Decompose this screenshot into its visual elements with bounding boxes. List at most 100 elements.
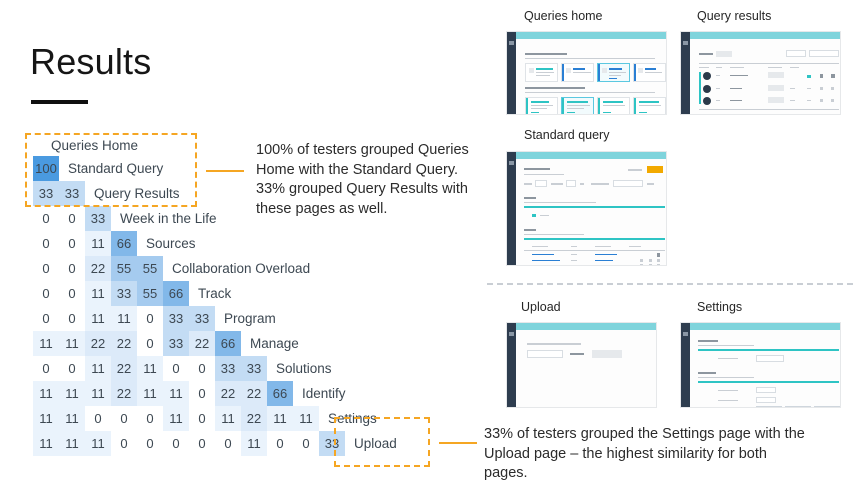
app-top-bar	[507, 152, 666, 159]
matrix-cell: 33	[163, 306, 189, 331]
hamburger-icon	[683, 41, 688, 45]
thumbnail-upload[interactable]	[506, 322, 657, 408]
app-content	[516, 159, 666, 265]
matrix-cell: 0	[59, 231, 85, 256]
matrix-cell: 0	[215, 431, 241, 456]
matrix-top-row-label: Queries Home	[51, 137, 139, 153]
matrix-cell: 0	[293, 431, 319, 456]
matrix-cell: 0	[33, 206, 59, 231]
matrix-cell: 0	[33, 356, 59, 381]
matrix-cell: 22	[111, 356, 137, 381]
matrix-cell: 22	[189, 331, 215, 356]
minimum-input[interactable]	[756, 387, 776, 393]
matrix-cell: 11	[33, 431, 59, 456]
matrix-cell: 0	[59, 256, 85, 281]
matrix-cell: 11	[137, 381, 163, 406]
matrix-cell: 0	[59, 356, 85, 381]
maximum-select[interactable]	[756, 397, 776, 403]
thumbnail-settings[interactable]	[680, 322, 841, 408]
thumbnail-queries-home[interactable]	[506, 31, 667, 115]
matrix-row-label: Sources	[146, 236, 196, 251]
thumbnail-title-upload: Upload	[521, 300, 561, 314]
matrix-cell: 11	[85, 306, 111, 331]
thumbnail-query-results[interactable]	[680, 31, 841, 115]
default-select[interactable]	[756, 355, 784, 362]
matrix-row-label: Settings	[328, 411, 377, 426]
app-side-nav	[507, 152, 516, 265]
app-top-bar	[507, 323, 656, 330]
matrix-cell: 11	[85, 231, 111, 256]
matrix-cell: 11	[59, 381, 85, 406]
matrix-cell: 55	[111, 256, 137, 281]
matrix-cell: 0	[189, 381, 215, 406]
matrix-row-label: Collaboration Overload	[172, 261, 311, 276]
matrix-row-label: Standard Query	[68, 161, 164, 176]
thumbnail-title-query-results: Query results	[697, 9, 772, 23]
matrix-cell: 11	[293, 406, 319, 431]
app-content	[690, 39, 840, 114]
matrix-cell: 11	[163, 406, 189, 431]
hamburger-icon	[509, 41, 514, 45]
matrix-cell: 11	[267, 406, 293, 431]
matrix-row-label: Solutions	[276, 361, 332, 376]
callout-text-top: 100% of testers grouped Queries Home wit…	[256, 142, 469, 217]
hamburger-icon	[683, 332, 688, 336]
matrix-cell: 0	[163, 356, 189, 381]
matrix-cell: 0	[137, 331, 163, 356]
hamburger-icon	[509, 161, 514, 165]
app-top-bar	[507, 32, 666, 39]
matrix-cell: 0	[111, 431, 137, 456]
matrix-cell: 0	[163, 431, 189, 456]
matrix-row-label: Manage	[250, 336, 299, 351]
matrix-cell: 66	[163, 281, 189, 306]
matrix-cell: 11	[163, 381, 189, 406]
title-underline	[31, 100, 88, 104]
page-title: Results	[30, 41, 152, 82]
matrix-cell: 22	[215, 381, 241, 406]
matrix-cell: 0	[59, 281, 85, 306]
thumbnail-standard-query[interactable]	[506, 151, 667, 266]
matrix-cell: 55	[137, 281, 163, 306]
matrix-cell: 33	[215, 356, 241, 381]
app-content	[516, 330, 656, 407]
matrix-cell: 11	[85, 431, 111, 456]
matrix-cell: 0	[33, 281, 59, 306]
matrix-row-label: Track	[198, 286, 232, 301]
matrix-cell: 0	[33, 231, 59, 256]
matrix-cell: 11	[111, 306, 137, 331]
matrix-cell: 0	[59, 306, 85, 331]
matrix-cell: 0	[189, 356, 215, 381]
file-path-input[interactable]	[527, 350, 563, 358]
matrix-cell: 22	[85, 331, 111, 356]
matrix-cell: 0	[137, 306, 163, 331]
matrix-cell: 33	[189, 306, 215, 331]
matrix-cell: 22	[241, 406, 267, 431]
matrix-cell: 0	[137, 406, 163, 431]
matrix-cell: 33	[319, 431, 345, 456]
matrix-cell: 0	[59, 206, 85, 231]
browse-button-label	[570, 353, 584, 355]
upload-button[interactable]	[592, 350, 622, 358]
matrix-cell: 11	[241, 431, 267, 456]
matrix-cell: 0	[189, 406, 215, 431]
section-divider	[487, 283, 853, 285]
matrix-row-label: Program	[224, 311, 276, 326]
matrix-cell: 0	[267, 431, 293, 456]
matrix-row-label: Upload	[354, 436, 397, 451]
matrix-cell: 11	[137, 356, 163, 381]
matrix-cell: 11	[59, 431, 85, 456]
matrix-cell: 11	[33, 406, 59, 431]
thumbnail-title-standard-query: Standard query	[524, 128, 610, 142]
matrix-cell: 22	[241, 381, 267, 406]
matrix-cell: 0	[189, 431, 215, 456]
app-content	[690, 330, 840, 407]
matrix-cell: 66	[111, 231, 137, 256]
matrix-cell: 22	[85, 256, 111, 281]
app-side-nav	[507, 32, 516, 114]
